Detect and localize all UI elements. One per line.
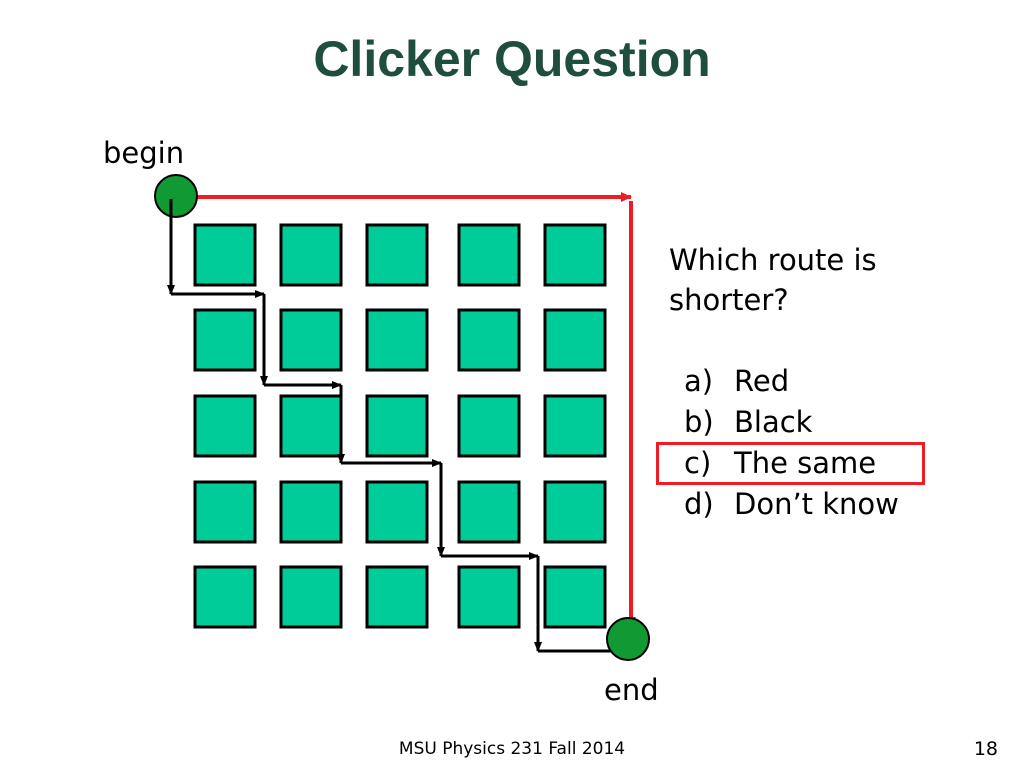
- city-block: [279, 480, 343, 544]
- page-number: 18: [973, 738, 998, 760]
- city-block: [543, 223, 607, 287]
- footer-text: MSU Physics 231 Fall 2014: [398, 739, 626, 759]
- option-text: The same: [734, 446, 877, 480]
- city-block: [365, 565, 429, 629]
- route-nodes: [154, 174, 650, 661]
- slide-title: Clicker Question: [313, 31, 711, 87]
- option-c: c) The same: [684, 443, 899, 484]
- city-block: [193, 308, 257, 372]
- city-block: [193, 394, 257, 458]
- end-node: [606, 617, 650, 661]
- option-letter: a): [684, 364, 714, 398]
- option-letter: b): [684, 405, 714, 439]
- city-block: [365, 480, 429, 544]
- city-block: [279, 394, 343, 458]
- city-block: [365, 223, 429, 287]
- option-b: b) Black: [684, 402, 899, 443]
- option-letter: d): [684, 487, 714, 521]
- begin-node: [154, 174, 198, 218]
- city-block: [193, 480, 257, 544]
- city-block: [193, 565, 257, 629]
- city-block: [457, 565, 521, 629]
- question-text: Which route is shorter?: [669, 243, 877, 317]
- city-block: [457, 308, 521, 372]
- city-block: [457, 394, 521, 458]
- city-block: [279, 565, 343, 629]
- begin-label: begin: [103, 136, 185, 170]
- end-label: end: [604, 673, 659, 707]
- city-blocks: [193, 223, 607, 629]
- city-block: [543, 565, 607, 629]
- city-block: [279, 308, 343, 372]
- option-letter: c): [684, 446, 712, 480]
- option-text: Don’t know: [734, 487, 899, 521]
- city-block: [193, 223, 257, 287]
- city-block: [457, 223, 521, 287]
- city-block: [365, 308, 429, 372]
- city-block: [279, 223, 343, 287]
- option-a: a) Red: [684, 361, 899, 402]
- city-block: [543, 394, 607, 458]
- answer-highlight-box: [656, 442, 925, 485]
- city-block: [543, 480, 607, 544]
- option-text: Black: [734, 405, 813, 439]
- answer-options: a) Red b) Black c) The same d) Don’t know: [684, 361, 899, 525]
- option-d: d) Don’t know: [684, 484, 899, 525]
- red-route: [176, 192, 636, 628]
- city-block: [457, 480, 521, 544]
- city-block: [543, 308, 607, 372]
- city-block: [365, 394, 429, 458]
- option-text: Red: [734, 364, 790, 398]
